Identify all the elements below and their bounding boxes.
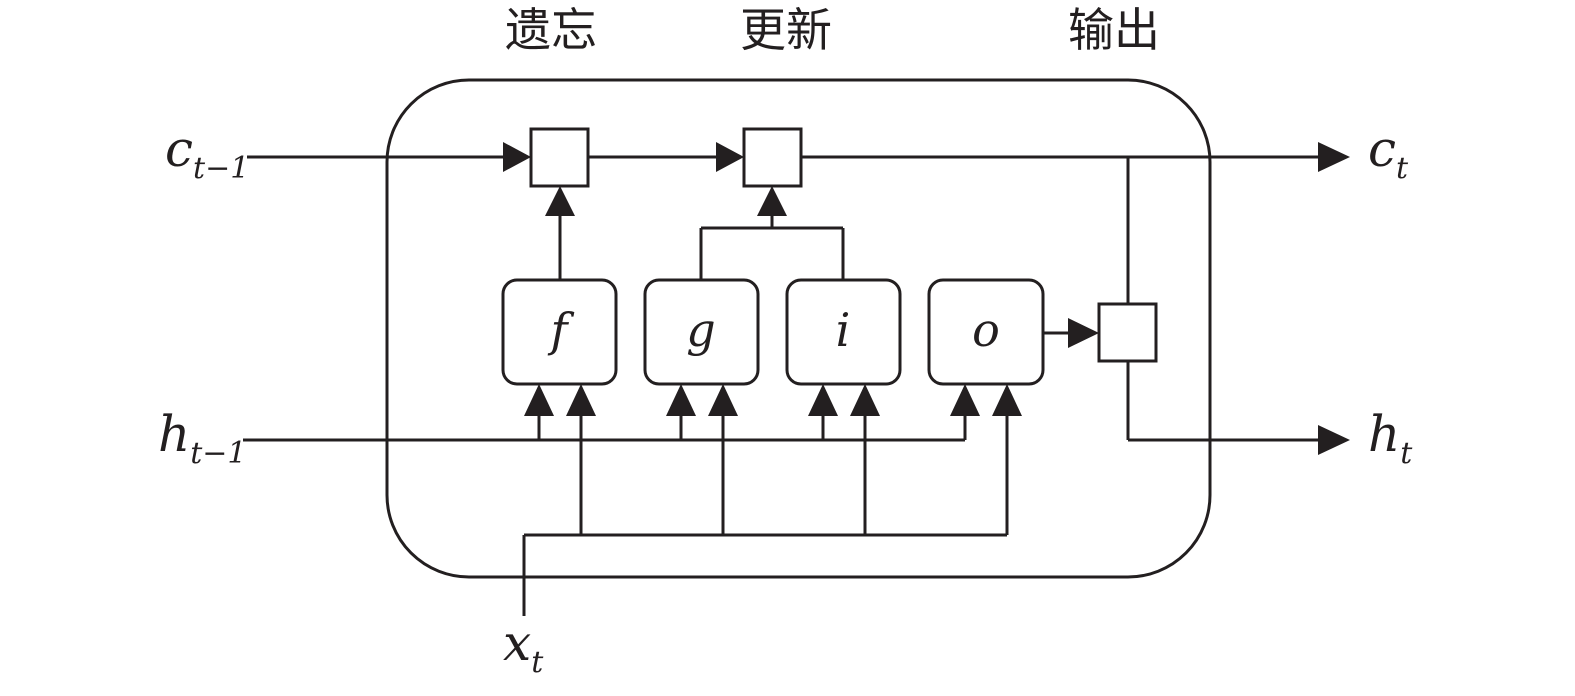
output-multiply-node	[1097, 302, 1158, 363]
label-h-prev: ht−1	[158, 405, 246, 471]
arrow-x-i	[850, 384, 880, 416]
gate-g-label: g	[686, 303, 715, 357]
arrow-h-o	[950, 384, 980, 416]
arrow-x-f	[566, 384, 596, 416]
gate-f-box	[501, 278, 618, 386]
stage-label-update: 更新	[740, 3, 832, 57]
gate-g-box	[643, 278, 760, 386]
label-c-out: ct	[1368, 120, 1409, 186]
label-x: xt	[503, 614, 544, 680]
stage-label-forget: 遗忘	[505, 3, 597, 57]
gate-i-label: i	[836, 303, 851, 357]
o-to-output-arrow	[1068, 318, 1099, 348]
stage-label-output: 输出	[1068, 3, 1160, 57]
label-c-prev: ct−1	[165, 120, 249, 186]
label-h-out: ht	[1368, 405, 1413, 471]
gate-i-box	[785, 278, 902, 386]
cell-state-arrow-1	[503, 142, 531, 172]
forget-multiply-node	[529, 127, 590, 188]
gi-to-update-arrow	[757, 186, 787, 216]
arrow-h-f	[524, 384, 554, 416]
f-to-forget-arrow	[545, 186, 575, 216]
cell-state-output-arrow	[1318, 142, 1350, 172]
arrow-x-g	[708, 384, 738, 416]
cell-state-arrow-2	[716, 142, 744, 172]
arrow-h-g	[666, 384, 696, 416]
gate-o-label: o	[972, 303, 1000, 357]
arrow-h-i	[808, 384, 838, 416]
cell-boundary	[385, 78, 1212, 579]
hidden-output-arrow	[1318, 425, 1350, 455]
update-add-node	[742, 127, 803, 188]
arrow-x-o	[992, 384, 1022, 416]
